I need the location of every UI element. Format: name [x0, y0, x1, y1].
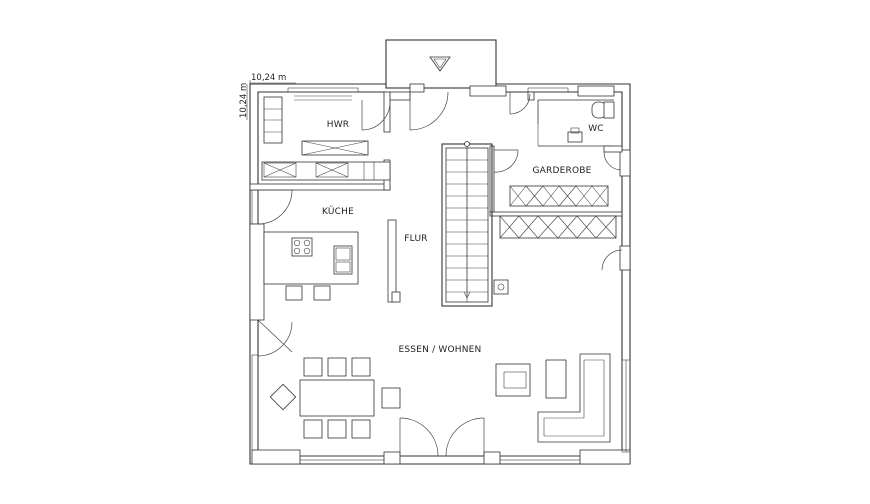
hwr-furniture	[261, 95, 391, 181]
living-set	[495, 353, 611, 443]
doors	[257, 91, 623, 457]
dining-set	[269, 357, 401, 439]
entrance-porch	[385, 39, 497, 89]
height-dimension-label: 10,24 m	[239, 83, 249, 118]
garderobe-wardrobes	[499, 185, 617, 239]
room-label-essen-wohnen: ESSEN / WOHNEN	[399, 345, 482, 355]
room-label-hwr: HWR	[327, 120, 350, 130]
room-label-kueche: KÜCHE	[322, 206, 354, 217]
kitchen-furniture	[263, 231, 359, 301]
flur-partition	[387, 219, 401, 303]
exterior-walls	[249, 83, 631, 465]
room-label-wc: WC	[588, 124, 604, 134]
width-dimension-label: 10,24 m	[251, 73, 286, 83]
room-label-garderobe: GARDEROBE	[533, 166, 592, 176]
wc-fixtures	[567, 101, 615, 143]
room-labels: HWR WC GARDEROBE KÜCHE FLUR ESSEN / WOHN…	[322, 120, 604, 355]
dimension-left: 10,24 m	[239, 83, 249, 120]
staircase	[441, 141, 509, 307]
room-label-flur: FLUR	[404, 234, 427, 244]
